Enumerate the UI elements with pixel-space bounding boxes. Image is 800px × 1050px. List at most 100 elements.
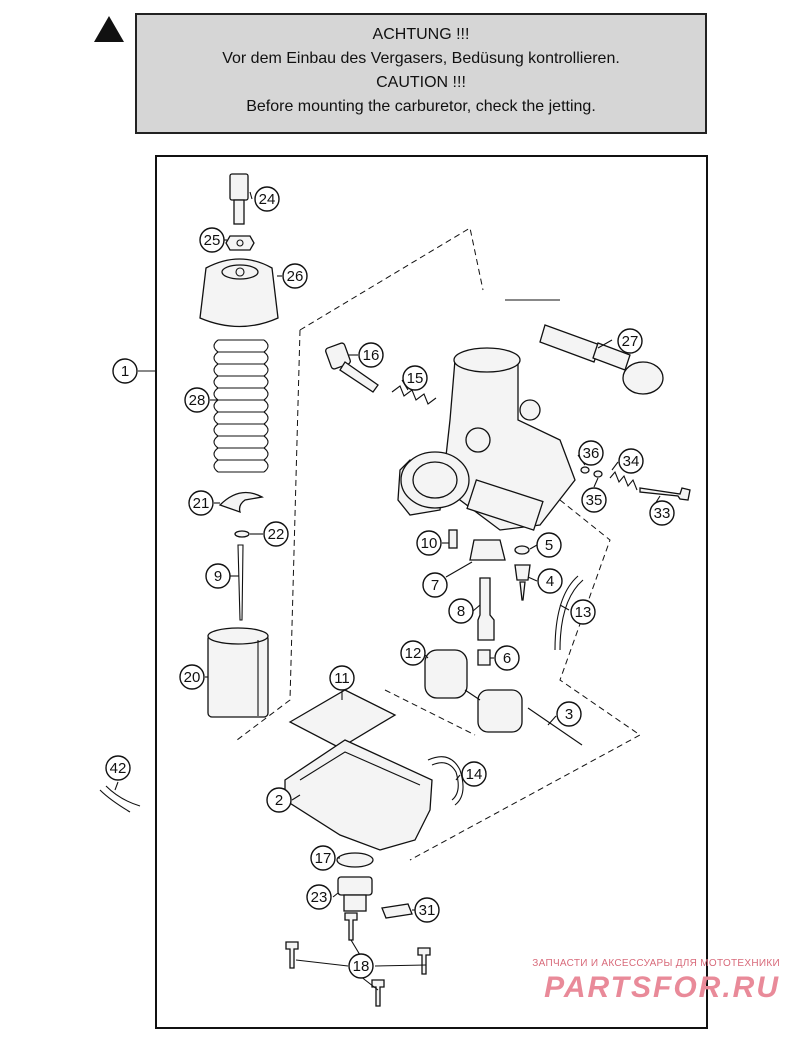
callout-9: 9 <box>205 563 231 589</box>
callout-15: 15 <box>402 365 428 391</box>
callout-1: 1 <box>112 358 138 384</box>
svg-text:17: 17 <box>315 850 332 867</box>
callout-35: 35 <box>581 487 607 513</box>
caution-box: ACHTUNG !!! Vor dem Einbau des Vergasers… <box>135 13 707 134</box>
gasket-ring-part <box>514 545 530 555</box>
callout-42: 42 <box>105 755 131 781</box>
svg-text:18: 18 <box>353 958 370 975</box>
svg-text:9: 9 <box>214 568 222 585</box>
bowl-screws-part <box>285 912 431 1007</box>
svg-text:12: 12 <box>405 645 422 662</box>
watermark-tagline: ЗАПЧАСТИ И АКСЕССУАРЫ ДЛЯ МОТОТЕХНИКИ <box>532 958 780 969</box>
svg-text:13: 13 <box>575 604 592 621</box>
float-pin-part <box>527 707 583 746</box>
svg-text:36: 36 <box>583 445 600 462</box>
callout-8: 8 <box>448 598 474 624</box>
drain-hose-part <box>427 756 464 806</box>
svg-text:25: 25 <box>204 232 221 249</box>
needle-jet-part <box>469 539 506 561</box>
callout-31: 31 <box>414 897 440 923</box>
svg-text:26: 26 <box>287 268 304 285</box>
callout-22: 22 <box>263 521 289 547</box>
svg-text:27: 27 <box>622 333 639 350</box>
warning-triangle-icon <box>94 16 124 42</box>
callout-17: 17 <box>310 845 336 871</box>
float-bowl-part <box>284 739 433 851</box>
idle-spring-part <box>391 385 437 405</box>
diagram-frame <box>155 155 708 1029</box>
callout-28: 28 <box>184 387 210 413</box>
retainer-plate-part <box>218 491 264 514</box>
svg-text:4: 4 <box>546 573 554 590</box>
idle-screw-part <box>325 342 379 393</box>
callout-10: 10 <box>416 530 442 556</box>
svg-text:20: 20 <box>184 669 201 686</box>
caution-line-2: Vor dem Einbau des Vergasers, Bedüsung k… <box>222 50 620 67</box>
nut-part <box>225 235 255 251</box>
callout-16: 16 <box>358 342 384 368</box>
callout-36: 36 <box>578 440 604 466</box>
main-jet-holder-part <box>477 577 495 641</box>
svg-text:11: 11 <box>334 670 350 687</box>
svg-text:33: 33 <box>654 505 671 522</box>
caution-line-1: ACHTUNG !!! <box>372 26 470 43</box>
svg-text:10: 10 <box>421 535 438 552</box>
callout-3: 3 <box>556 701 582 727</box>
callout-20: 20 <box>179 664 205 690</box>
float-part <box>424 649 523 733</box>
callout-34: 34 <box>618 448 644 474</box>
watermark: ЗАПЧАСТИ И АКСЕССУАРЫ ДЛЯ МОТОТЕХНИКИ PA… <box>480 958 780 1005</box>
hose-bracket-part <box>381 903 413 919</box>
caution-line-3: CAUTION !!! <box>376 74 466 91</box>
jet-needle-part <box>237 544 244 621</box>
adjusting-screw-part <box>229 173 249 225</box>
svg-text:23: 23 <box>311 889 328 906</box>
svg-text:42: 42 <box>110 760 127 777</box>
svg-text:8: 8 <box>457 603 465 620</box>
needle-clip-part <box>234 530 250 538</box>
svg-text:6: 6 <box>503 650 511 667</box>
callout-13: 13 <box>570 599 596 625</box>
svg-text:5: 5 <box>545 537 553 554</box>
air-screw-spring-part <box>609 470 638 491</box>
pilot-jet-part <box>448 529 458 549</box>
throttle-slide-part <box>207 627 269 718</box>
callout-26: 26 <box>282 263 308 289</box>
cable-tie-part <box>99 785 141 813</box>
float-valve-part <box>514 564 531 601</box>
bowl-o-ring-part <box>336 852 374 868</box>
callout-14: 14 <box>461 761 487 787</box>
callout-25: 25 <box>199 227 225 253</box>
callout-11: 11 <box>329 665 355 691</box>
drain-plug-part <box>337 876 373 912</box>
carburetor-body-part <box>397 347 576 531</box>
svg-text:28: 28 <box>189 392 206 409</box>
svg-text:3: 3 <box>565 706 573 723</box>
callout-2: 2 <box>266 787 292 813</box>
o-ring-part <box>580 466 590 474</box>
callout-24: 24 <box>254 186 280 212</box>
svg-text:7: 7 <box>431 577 439 594</box>
overflow-hose-part <box>554 575 584 651</box>
throttle-spring-part <box>213 339 269 473</box>
svg-text:15: 15 <box>407 370 424 387</box>
carburetor-cap-part <box>199 258 279 328</box>
callout-7: 7 <box>422 572 448 598</box>
caution-line-4: Before mounting the carburetor, check th… <box>246 98 596 115</box>
svg-text:1: 1 <box>121 363 129 380</box>
watermark-brand: PARTSFOR.RU <box>544 971 780 1004</box>
callout-5: 5 <box>536 532 562 558</box>
callout-23: 23 <box>306 884 332 910</box>
svg-text:2: 2 <box>275 792 283 809</box>
svg-text:35: 35 <box>586 492 603 509</box>
washer-part <box>593 470 603 478</box>
svg-text:34: 34 <box>623 453 640 470</box>
svg-text:16: 16 <box>363 347 380 364</box>
svg-text:31: 31 <box>419 902 436 919</box>
callout-4: 4 <box>537 568 563 594</box>
svg-text:21: 21 <box>193 495 210 512</box>
svg-text:14: 14 <box>466 766 483 783</box>
callout-27: 27 <box>617 328 643 354</box>
callout-18: 18 <box>348 953 374 979</box>
